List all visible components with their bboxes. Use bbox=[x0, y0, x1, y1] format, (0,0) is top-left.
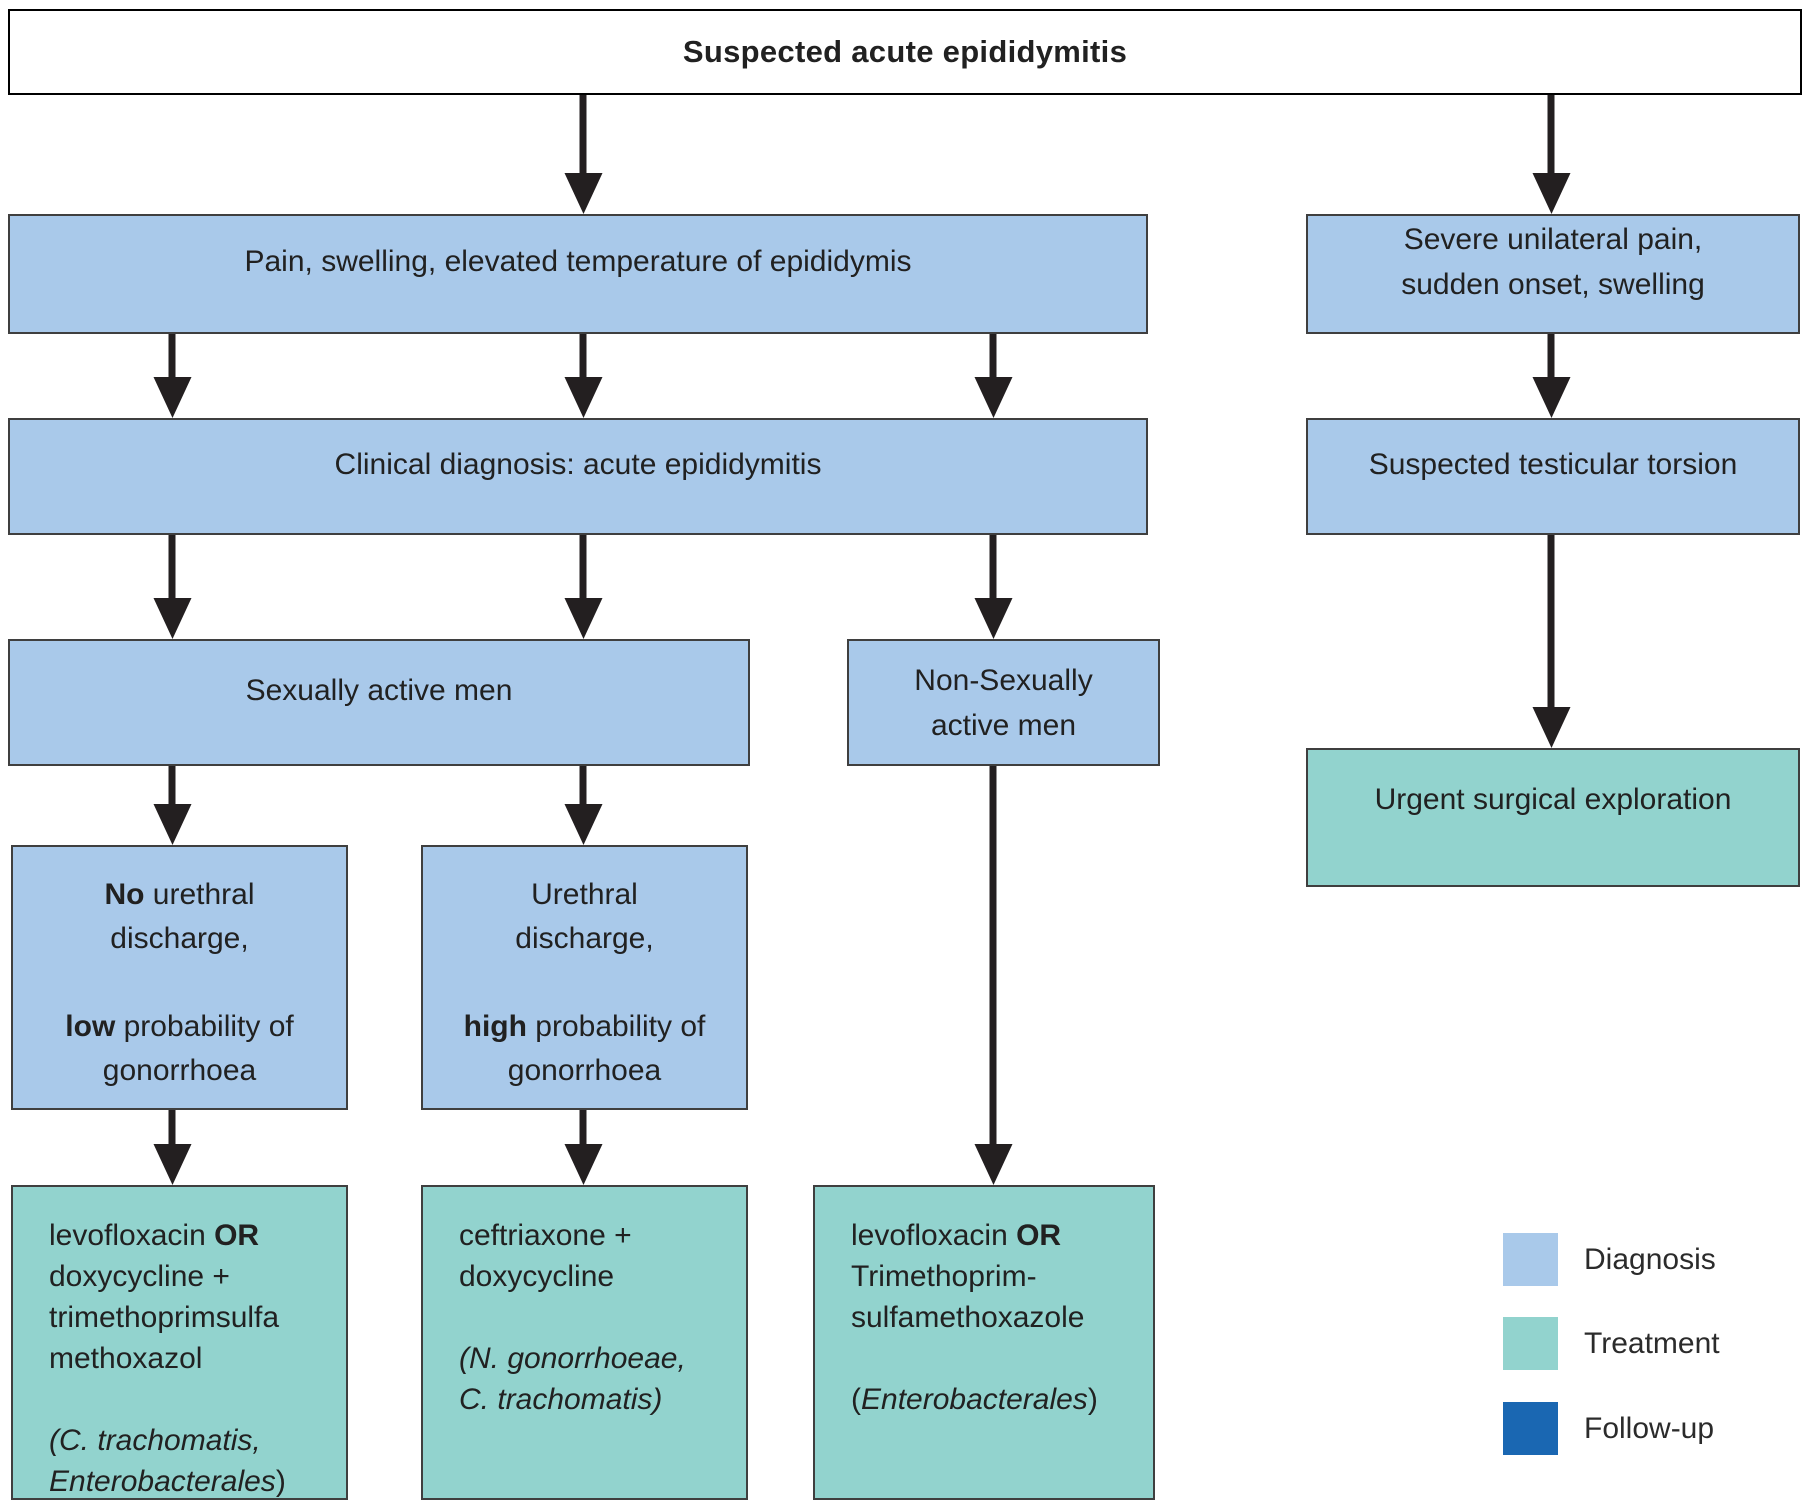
node-urgent-surgical-exploration: Urgent surgical exploration bbox=[1306, 748, 1800, 887]
node-sexually-active-men: Sexually active men bbox=[8, 639, 750, 766]
legend-item-treatment: Treatment bbox=[1503, 1317, 1720, 1370]
treatment-swatch bbox=[1503, 1317, 1558, 1370]
node-clinical-diagnosis: Clinical diagnosis: acute epididymitis bbox=[8, 418, 1148, 535]
arrow-clinical-to-nonsexually bbox=[989, 535, 997, 599]
arrow-clinical-to-sexually-mid bbox=[579, 535, 587, 599]
legend-label-follow-up: Follow-up bbox=[1584, 1411, 1715, 1445]
arrow-torsion-to-urgent bbox=[1547, 535, 1555, 708]
node-suspected-acute-epididymitis: Suspected acute epididymitis bbox=[8, 9, 1802, 95]
legend-label-treatment: Treatment bbox=[1584, 1326, 1720, 1360]
legend-item-follow-up: Follow-up bbox=[1503, 1402, 1714, 1455]
node-suspected-testicular-torsion: Suspected testicular torsion bbox=[1306, 418, 1800, 535]
legend-label-diagnosis: Diagnosis bbox=[1584, 1242, 1716, 1276]
arrow-title-to-severe bbox=[1547, 95, 1555, 174]
follow-up-swatch bbox=[1503, 1402, 1558, 1455]
node-pain-swelling: Pain, swelling, elevated temperature of … bbox=[8, 214, 1148, 334]
arrow-title-to-pain bbox=[579, 95, 587, 174]
arrow-no-discharge-to-treatment bbox=[168, 1110, 176, 1145]
arrow-pain-to-clinical-right bbox=[989, 334, 997, 378]
arrow-sexually-to-no-discharge bbox=[168, 766, 176, 805]
diagnosis-swatch bbox=[1503, 1233, 1558, 1286]
arrow-severe-to-torsion bbox=[1547, 334, 1555, 378]
arrow-pain-to-clinical-mid bbox=[579, 334, 587, 378]
legend-item-diagnosis: Diagnosis bbox=[1503, 1233, 1716, 1286]
arrow-sexually-to-discharge bbox=[579, 766, 587, 805]
arrow-clinical-to-sexually-left bbox=[168, 535, 176, 599]
arrow-pain-to-clinical-left bbox=[168, 334, 176, 378]
arrow-discharge-to-treatment bbox=[579, 1110, 587, 1145]
arrow-nonsexually-to-treatment bbox=[989, 766, 997, 1145]
node-treatment-ceftriaxone-doxycycline: ceftriaxone +doxycycline (N. gonorrhoeae… bbox=[421, 1185, 748, 1500]
node-severe-unilateral-pain: Severe unilateral pain,sudden onset, swe… bbox=[1306, 214, 1800, 334]
